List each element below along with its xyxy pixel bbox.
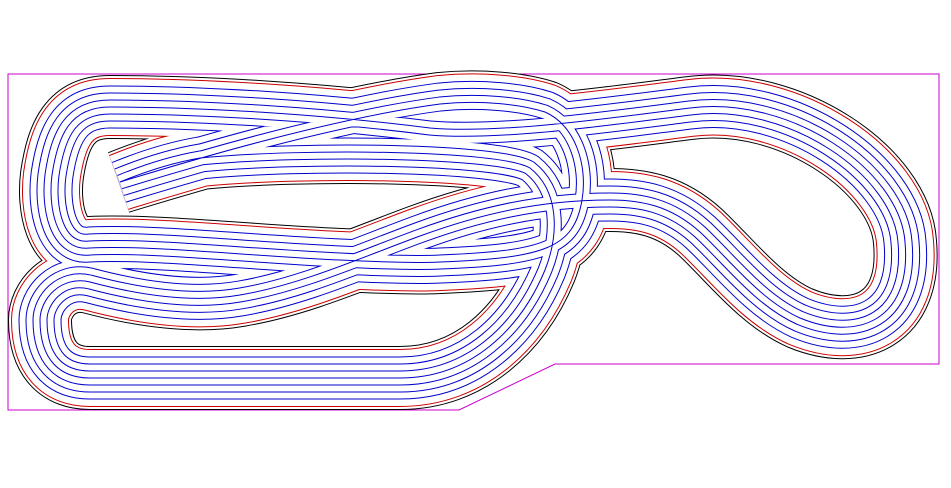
lane-slot-center [39, 101, 907, 379]
track-group [7, 70, 938, 410]
